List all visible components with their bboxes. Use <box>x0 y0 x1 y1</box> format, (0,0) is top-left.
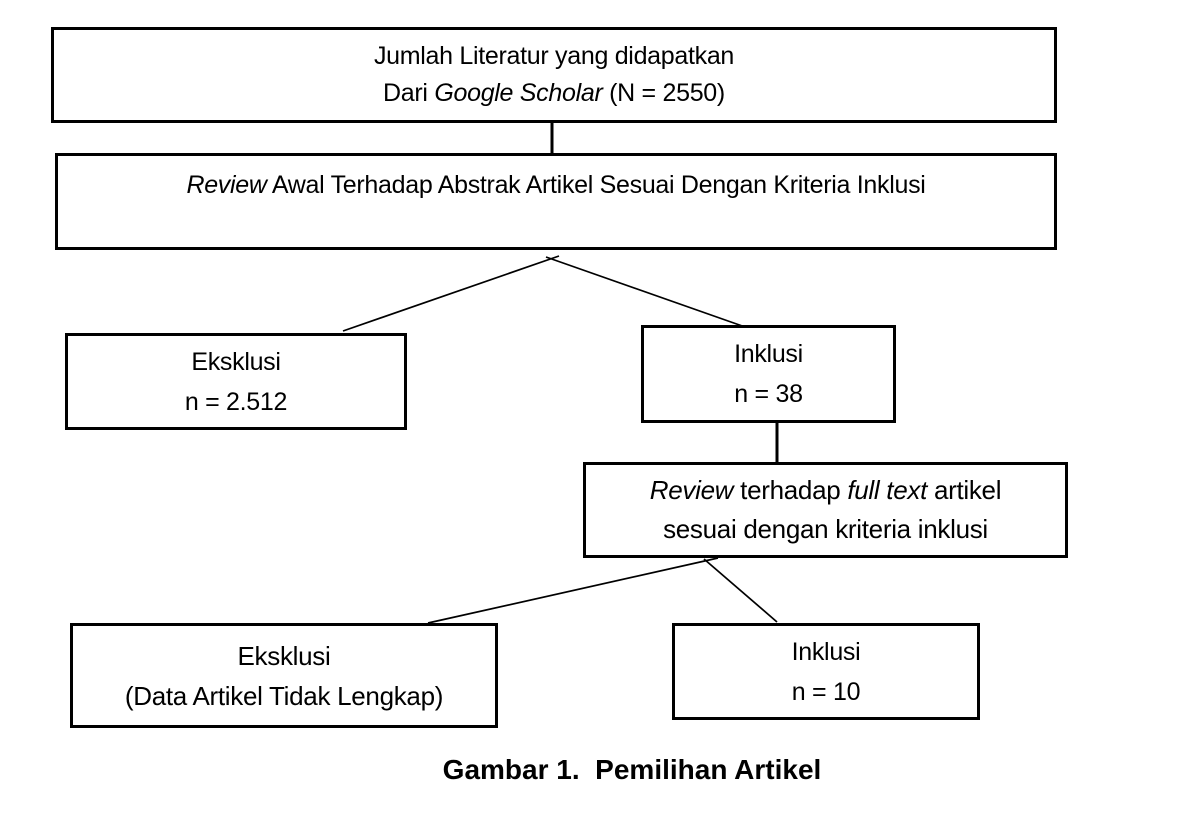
source-google-scholar-italic: Google Scholar <box>434 79 603 107</box>
inklusi2-count: n = 10 <box>791 677 861 706</box>
node-fulltext-review: Review terhadap full text artikel sesuai… <box>583 462 1068 558</box>
source-line1: Jumlah Literatur yang didapatkan <box>373 42 735 70</box>
eksklusi1-label: Eksklusi <box>191 347 281 376</box>
node-exclusion-initial: Eksklusi n = 2.512 <box>65 333 407 430</box>
branch-review-to-inklusi1 <box>545 256 749 329</box>
branch-fulltext-to-inklusi2 <box>703 558 778 623</box>
node-inclusion-fulltext: Inklusi n = 10 <box>672 623 980 720</box>
figure-caption: Gambar 1. Pemilihan Artikel <box>442 754 822 785</box>
inklusi1-count: n = 38 <box>734 380 803 408</box>
inklusi1-label: Inklusi <box>734 340 803 368</box>
node-exclusion-fulltext: Eksklusi (Data Artikel Tidak Lengkap) <box>70 623 498 728</box>
eksklusi2-reason: (Data Artikel Tidak Lengkap) <box>124 680 444 711</box>
eksklusi1-count: n = 2.512 <box>184 387 288 416</box>
branch-review-to-eksklusi1 <box>342 255 560 332</box>
source-line2: Dari Google Scholar (N = 2550) <box>383 79 725 107</box>
review-italic: Review <box>186 171 267 199</box>
node-initial-abstract-review: Review Awal Terhadap Abstrak Artikel Ses… <box>55 153 1057 250</box>
node-source-count: Jumlah Literatur yang didapatkan Dari Go… <box>51 27 1057 123</box>
eksklusi2-label: Eksklusi <box>237 640 331 671</box>
review-fulltext-line2: sesuai dengan kriteria inklusi <box>663 514 988 544</box>
branch-fulltext-to-eksklusi2 <box>427 557 719 624</box>
review-italic-2: Review <box>649 475 734 505</box>
node-inclusion-initial: Inklusi n = 38 <box>641 325 896 423</box>
review-fulltext-line1: Review terhadap full text artikel <box>649 475 1002 505</box>
inklusi2-label: Inklusi <box>791 637 861 666</box>
fulltext-italic: full text <box>847 475 928 505</box>
review-abstract-line: Review Awal Terhadap Abstrak Artikel Ses… <box>186 171 926 199</box>
